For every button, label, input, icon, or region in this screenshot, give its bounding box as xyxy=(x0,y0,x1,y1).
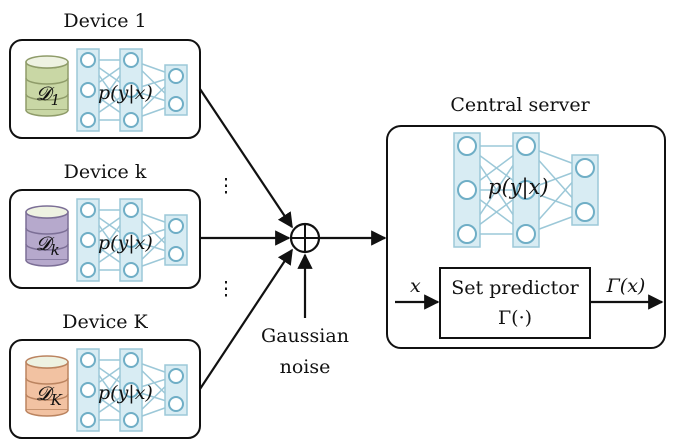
central-server: Central server p(y|x) x Set predictor Γ(… xyxy=(386,94,666,349)
server-model-label: p(y|x) xyxy=(488,175,549,200)
ellipsis-upper: ⋮ xyxy=(217,175,236,197)
set-predictor-function: Γ(·) xyxy=(498,307,532,329)
device-K-model-label: p(y|x) xyxy=(98,382,153,404)
device-1-model-label: p(y|x) xyxy=(98,82,153,104)
server-network-icon xyxy=(453,132,599,248)
device-K-data-label: 𝓓K xyxy=(36,383,63,409)
predictor-input-label: x xyxy=(410,275,421,297)
device-1-title: Device 1 xyxy=(63,10,146,32)
device-1-data-label: 𝓓1 xyxy=(36,83,60,109)
device-K-database-icon: 𝓓K xyxy=(25,355,69,417)
device-1: Device 1 𝓓1 p(y|x) xyxy=(9,10,201,139)
set-predictor-label: Set predictor xyxy=(451,277,579,299)
aggregator-sum-icon xyxy=(289,222,321,254)
device-K-network-icon xyxy=(76,348,188,432)
noise-label-line2: noise xyxy=(280,356,331,378)
ellipsis-lower: ⋮ xyxy=(217,278,236,300)
device-k-title: Device k xyxy=(64,161,147,183)
device-1-network-icon xyxy=(76,48,188,132)
device-k-database-icon: 𝓓k xyxy=(25,205,69,267)
arrow-device-1-to-aggregator xyxy=(199,88,293,229)
device-k-model-label: p(y|x) xyxy=(98,232,153,254)
device-1-database-icon: 𝓓1 xyxy=(25,55,69,117)
server-title: Central server xyxy=(450,94,590,116)
device-k-network-icon xyxy=(76,198,188,282)
noise-label-line1: Gaussian xyxy=(261,325,349,347)
arrow-device-K-to-aggregator xyxy=(199,248,293,390)
device-k: Device k 𝓓k p(y|x) xyxy=(9,161,201,289)
device-K: Device K 𝓓K p(y|x) xyxy=(9,311,201,439)
device-K-title: Device K xyxy=(62,311,148,333)
predictor-output-label: Γ(x) xyxy=(606,275,646,297)
device-k-data-label: 𝓓k xyxy=(36,233,60,259)
